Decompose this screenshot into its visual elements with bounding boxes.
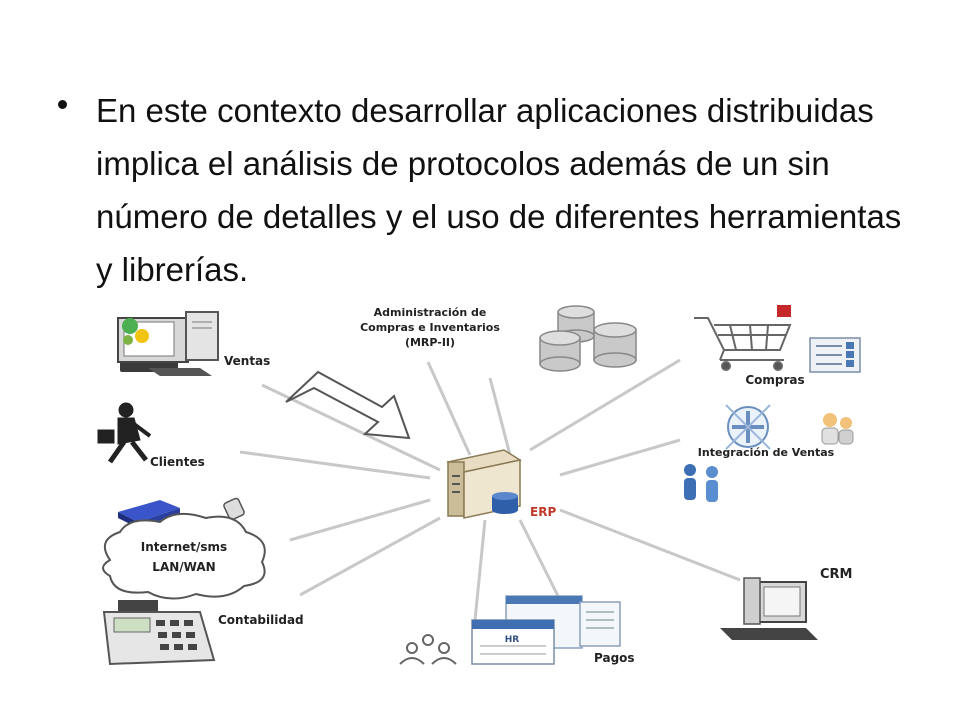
admin-label-line-1: Administración de — [374, 306, 487, 319]
clientes-label: Clientes — [150, 455, 205, 469]
bullet-item: En este contexto desarrollar aplicacione… — [58, 84, 908, 296]
connector-integracion — [559, 438, 681, 477]
contabilidad-calculator-icon — [102, 600, 216, 666]
internet-cloud-icon — [102, 512, 266, 600]
contabilidad-label: Contabilidad — [218, 613, 304, 627]
pagos-label: Pagos — [594, 651, 635, 665]
connector-contabilidad — [299, 516, 441, 597]
pagos-people-icon — [399, 634, 457, 665]
internet-phone-icon — [223, 497, 245, 521]
compras-cart-icon — [694, 305, 792, 371]
connector-admin — [426, 361, 472, 456]
compras-checklist-icon — [809, 337, 861, 373]
connector-compras — [529, 358, 681, 452]
connector-crm — [559, 508, 741, 582]
connector-pagos — [473, 519, 487, 621]
connectors — [239, 358, 741, 621]
erp-label: ERP — [530, 505, 556, 519]
integracion-network-icon — [725, 404, 771, 450]
clientes-person-icon — [97, 402, 152, 464]
pagos-document-icon — [471, 595, 621, 665]
compras-label: Compras — [745, 373, 804, 387]
internet-label-line-2: LAN/WAN — [152, 560, 215, 574]
connector-clientes — [239, 450, 431, 480]
erp-server-icon — [446, 449, 522, 519]
crm-computer-icon — [720, 577, 818, 640]
bullet-text: En este contexto desarrollar aplicacione… — [96, 92, 902, 288]
ventas-label: Ventas — [224, 354, 270, 368]
connector-internet — [289, 498, 431, 542]
integracion-label: Integración de Ventas — [698, 446, 835, 459]
crm-label: CRM — [820, 567, 853, 582]
admin-label-line-2: Compras e Inventarios — [360, 321, 500, 334]
bullet-dot — [58, 100, 67, 109]
admin-label-line-3: (MRP-II) — [405, 336, 455, 349]
internet-label-line-1: Internet/sms — [141, 540, 227, 554]
connector-pagos-2 — [518, 519, 562, 601]
admin-database-icon — [539, 305, 637, 372]
connector-admin-2 — [488, 377, 512, 456]
integracion-people-icon — [684, 413, 854, 502]
arrow-icon — [285, 370, 411, 440]
ventas-computer-icon — [117, 311, 219, 376]
pagos-doc-label: HR — [505, 635, 520, 645]
